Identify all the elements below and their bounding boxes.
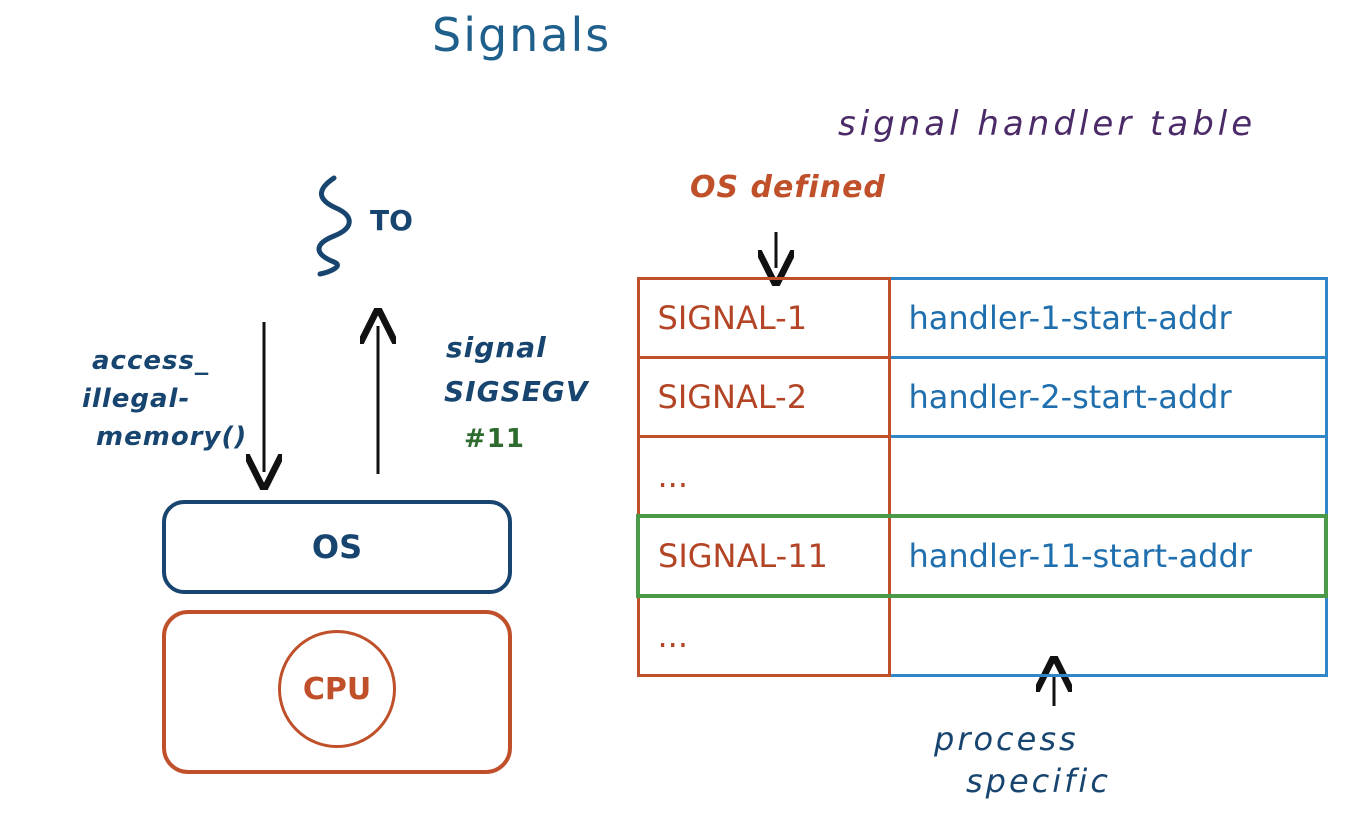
signal-label-line: SIGSEGV (444, 375, 589, 408)
handler-cell (887, 435, 1328, 518)
handler-cell (887, 594, 1328, 677)
signal-cell: ... (636, 594, 891, 677)
page-title: Signals (432, 8, 612, 62)
table-row: SIGNAL-1 handler-1-start-addr (636, 277, 1328, 359)
process-specific-label-line: specific (966, 762, 1111, 800)
table-row-highlighted: SIGNAL-11 handler-11-start-addr (636, 514, 1328, 598)
signal-handler-table: SIGNAL-1 handler-1-start-addr SIGNAL-2 h… (636, 277, 1328, 677)
table-row: ... (636, 594, 1328, 677)
access-label-line: memory() (96, 422, 248, 452)
signal-cell: SIGNAL-2 (636, 356, 891, 438)
handler-cell: handler-11-start-addr (887, 514, 1328, 598)
thread-squiggle-icon (316, 175, 352, 277)
access-label-line: illegal- (82, 384, 191, 414)
os-label: OS (311, 528, 363, 566)
cpu-box (162, 610, 512, 774)
table-row: ... (636, 435, 1328, 518)
signal-cell: SIGNAL-1 (636, 277, 891, 359)
access-label-line: access_ (92, 346, 209, 376)
thread-label: TO (370, 204, 413, 237)
os-defined-label: OS defined (690, 170, 886, 205)
cpu-label: CPU (302, 671, 372, 707)
signal-number-label: #11 (464, 424, 525, 454)
signal-label-line: signal (446, 331, 547, 364)
signal-cell: ... (636, 435, 891, 518)
handler-cell: handler-2-start-addr (887, 356, 1328, 438)
handler-cell: handler-1-start-addr (887, 277, 1328, 359)
table-row: SIGNAL-2 handler-2-start-addr (636, 356, 1328, 438)
cpu-circle: CPU (278, 630, 396, 748)
os-box: OS (162, 500, 512, 594)
signal-sigsegv-label: signal SIGSEGV (444, 326, 589, 414)
access-illegal-memory-label: access_ illegal- memory() (82, 342, 248, 456)
signal-cell: SIGNAL-11 (636, 514, 891, 598)
signal-handler-table-title: signal handler table (838, 104, 1257, 144)
process-specific-label-line: process (934, 720, 1079, 758)
